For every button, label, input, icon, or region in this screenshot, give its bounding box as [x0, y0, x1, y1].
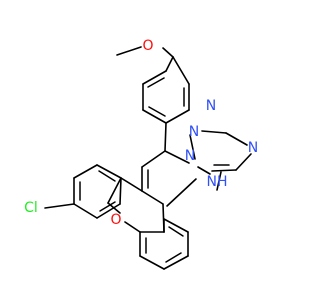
molecule-structure: O O Cl N N N N NH: [0, 0, 300, 300]
bond-lines: [44, 46, 252, 270]
triazole-nitrogen-3-label: N: [248, 140, 258, 156]
background: [0, 0, 300, 300]
atom-labels: O O Cl N N N N NH: [24, 38, 258, 228]
triazole-nitrogen-2-label: N: [206, 98, 216, 114]
methoxy-oxygen-label: O: [142, 38, 153, 54]
nh-label: NH: [207, 174, 228, 190]
triazole-nitrogen-1-label: N: [189, 124, 199, 140]
triazole-nitrogen-4-label: N: [185, 148, 195, 164]
chlorine-label: Cl: [24, 200, 38, 216]
ring-oxygen-label: O: [110, 212, 121, 228]
